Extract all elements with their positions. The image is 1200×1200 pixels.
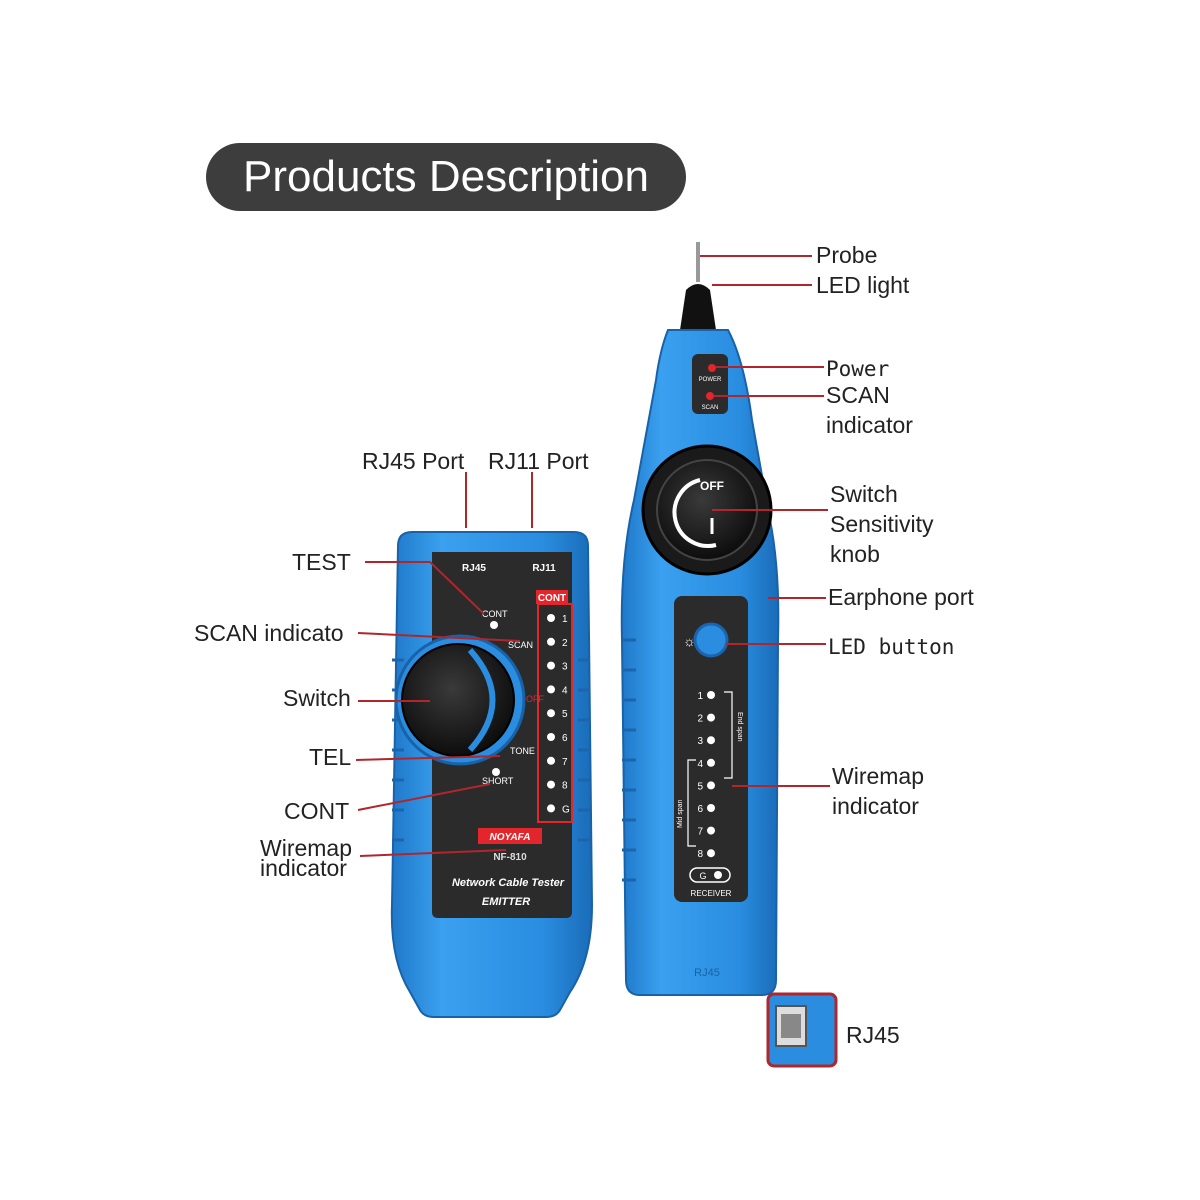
rj45-inset [766,992,838,1068]
label-switch-1: Switch [830,481,898,507]
label-rj11-port: RJ11 Port [488,448,589,474]
receiver-indicator-panel [692,354,728,414]
g-indicator-label: G [699,871,706,881]
led-button [693,622,729,658]
knob-off-label: OFF [700,479,724,493]
label-switch-3: knob [830,541,880,567]
switch-label-scan: SCAN [508,640,533,650]
emitter-wiremap-label: 5 [562,709,568,720]
emitter-wiremap-led [547,804,555,813]
emitter-wiremap-label: 8 [562,781,568,792]
unit-name-emitter: EMITTER [482,896,530,908]
label-power: Power [826,357,890,381]
receiver-wiremap-led [707,826,715,835]
receiver-wiremap: 1 2 3 4 5 6 7 8 [697,691,715,860]
emitter-wiremap-label: 1 [562,614,568,625]
cont-badge [536,590,568,604]
receiver-wiremap-label: 7 [697,827,703,838]
label-earphone-port: Earphone port [828,584,974,610]
emitter-wiremap-led [547,709,555,718]
cont-badge-label: CONT [538,593,566,604]
emitter-port-rj11: RJ11 [532,563,556,574]
emitter-wiremap-led [547,614,555,622]
emitter-wiremap-led [547,637,555,646]
emitter-device: RJ45 RJ11 CONT 1 2 3 4 5 6 7 8G CONT SCAN OFF T… [390,531,594,1018]
emitter-wiremap-led [547,685,555,694]
receiver-wiremap-label: 2 [697,714,703,725]
receiver-wiremap-label: 3 [697,736,703,747]
emitter-grip-right [578,658,590,842]
label-scan-indicator: SCAN indicato [194,620,344,646]
receiver-wiremap-label: 8 [697,849,703,860]
receiver-wiremap-led [707,804,715,812]
power-led [708,364,716,372]
cont-led [490,621,498,629]
receiver-bottom-mark: RJ45 [694,967,720,979]
model-number: NF-810 [493,852,527,863]
label-wiremap-left-2: indicator [260,855,347,881]
receiver-device: POWER SCAN OFF ☼ 1 2 3 4 5 6 7 8 End span Mid s… [620,242,780,996]
label-led-button: LED button [828,635,955,659]
emitter-wiremap-led [547,780,555,789]
label-rj45-inset: RJ45 [846,1022,900,1048]
receiver-wiremap-label: 4 [697,759,703,770]
label-wiremap-left-1: Wiremap [260,835,353,861]
receiver-wiremap-led [707,849,715,858]
scan-small-label: SCAN [702,405,719,411]
label-led-light: LED light [816,272,910,298]
label-cont: CONT [284,798,350,824]
receiver-wiremap-label: 5 [697,781,703,792]
emitter-wiremap-label: G [562,804,570,815]
receiver-wiremap-led [707,736,715,745]
emitter-wiremap-led [547,756,555,765]
end-span-label: End span [736,712,743,742]
g-indicator [689,867,731,883]
receiver-lower-panel [674,596,748,902]
brand-plate [478,828,542,844]
tel-led [492,768,500,776]
receiver-wiremap-led [707,713,715,722]
switch-label-tone: TONE [510,746,535,756]
emitter-wiremap-led [547,661,555,670]
emitter-wiremap-led [547,733,555,741]
emitter-wiremap-label: 4 [562,685,568,696]
emitter-led-frame [537,603,573,823]
mid-span-label: Mid span [677,799,684,828]
label-wiremap-right-2: indicator [832,793,919,819]
power-small-label: POWER [699,377,722,383]
emitter-wiremap: 1 2 3 4 5 6 7 8G [547,614,570,815]
label-switch: Switch [283,685,351,711]
page-title: Products Description [206,143,686,211]
emitter-wiremap-label: 7 [562,757,568,768]
switch-label-short: SHORT [482,776,514,786]
leader-lines [355,255,830,857]
label-test: TEST [292,549,351,575]
label-scan-2: indicator [826,412,913,438]
label-scan-1: SCAN [826,382,890,408]
emitter-port-rj45: RJ45 [462,563,486,574]
receiver-wiremap-label: 6 [697,804,703,815]
receiver-wiremap-label: 1 [697,691,703,702]
label-switch-2: Sensitivity [830,511,934,537]
receiver-wiremap-led [707,691,715,699]
receiver-wiremap-led [707,758,715,767]
switch-label-off: OFF [526,694,544,704]
product-name: Network Cable Tester [452,877,565,889]
receiver-grip [622,638,636,882]
label-probe: Probe [816,242,878,268]
label-rj45-port: RJ45 Port [362,448,465,474]
led-button-icon: ☼ [683,633,696,649]
emitter-wiremap-label: 3 [562,662,568,673]
emitter-wiremap-label: 6 [562,733,568,744]
scan-led [706,392,714,400]
unit-name-receiver: RECEIVER [691,889,732,898]
label-tel: TEL [309,744,352,770]
emitter-wiremap-label: 2 [562,638,568,649]
brand-name: NOYAFA [490,832,531,843]
receiver-wiremap-led [707,781,715,790]
switch-label-cont: CONT [482,609,508,619]
probe-nose [680,284,716,330]
label-wiremap-right-1: Wiremap [832,763,925,789]
